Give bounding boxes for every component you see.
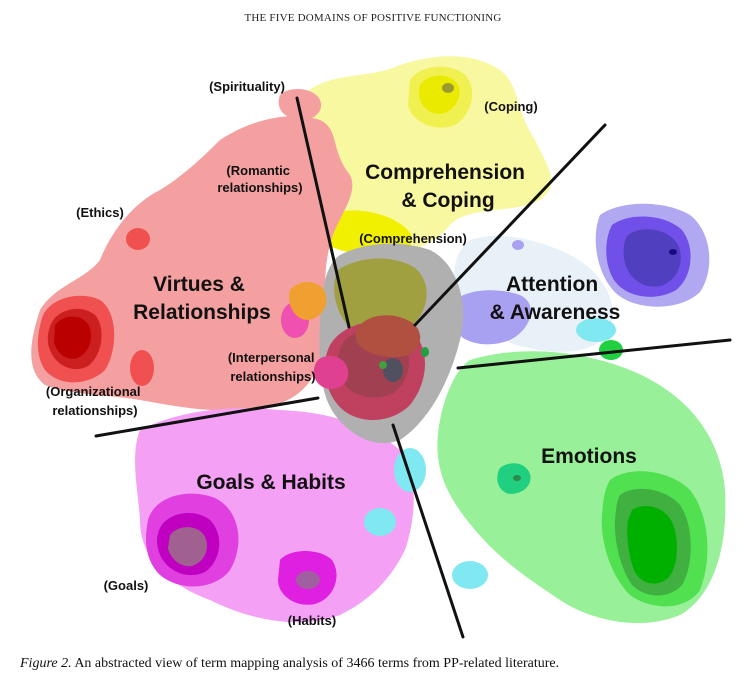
term-label-interpersonal: (Interpersonal relationships) [228, 350, 318, 384]
term-label-ethics: (Ethics) [76, 205, 124, 220]
divider-line [456, 338, 732, 370]
divider-line [295, 96, 351, 329]
domain-label-attention: Attention & Awareness [490, 273, 621, 324]
dividing-lines [94, 96, 732, 639]
running-head: THE FIVE DOMAINS OF POSITIVE FUNCTIONING [244, 12, 502, 24]
central-overlap [289, 243, 464, 444]
term-label-romantic: (Romantic relationships) [217, 163, 302, 195]
term-label-habits: (Habits) [288, 613, 336, 628]
divider-line [94, 396, 320, 438]
figure-caption: Figure 2. An abstracted view of term map… [20, 656, 559, 672]
term-label-spirituality: (Spirituality) [209, 79, 285, 94]
goals-region [135, 408, 414, 623]
term-map-figure: Comprehension & Coping Attention & Aware… [31, 56, 732, 639]
domain-label-comprehension: Comprehension & Coping [365, 161, 531, 212]
term-label-coping: (Coping) [484, 99, 537, 114]
domain-label-emotions: Emotions [541, 445, 637, 468]
emotions-region [394, 340, 726, 624]
attention-region [449, 203, 710, 352]
term-label-comprehension: (Comprehension) [359, 231, 467, 246]
caption-label: Figure 2. [20, 656, 72, 671]
domain-label-virtues: Virtues & Relationships [133, 273, 271, 324]
divider-line [391, 423, 465, 639]
divider-line [413, 123, 607, 327]
virtues-region [31, 88, 353, 411]
domain-label-goals: Goals & Habits [196, 471, 345, 494]
term-label-goals: (Goals) [104, 578, 149, 593]
term-label-organizational: (Organizational relationships) [46, 384, 144, 418]
caption-text: An abstracted view of term mapping analy… [71, 656, 560, 671]
